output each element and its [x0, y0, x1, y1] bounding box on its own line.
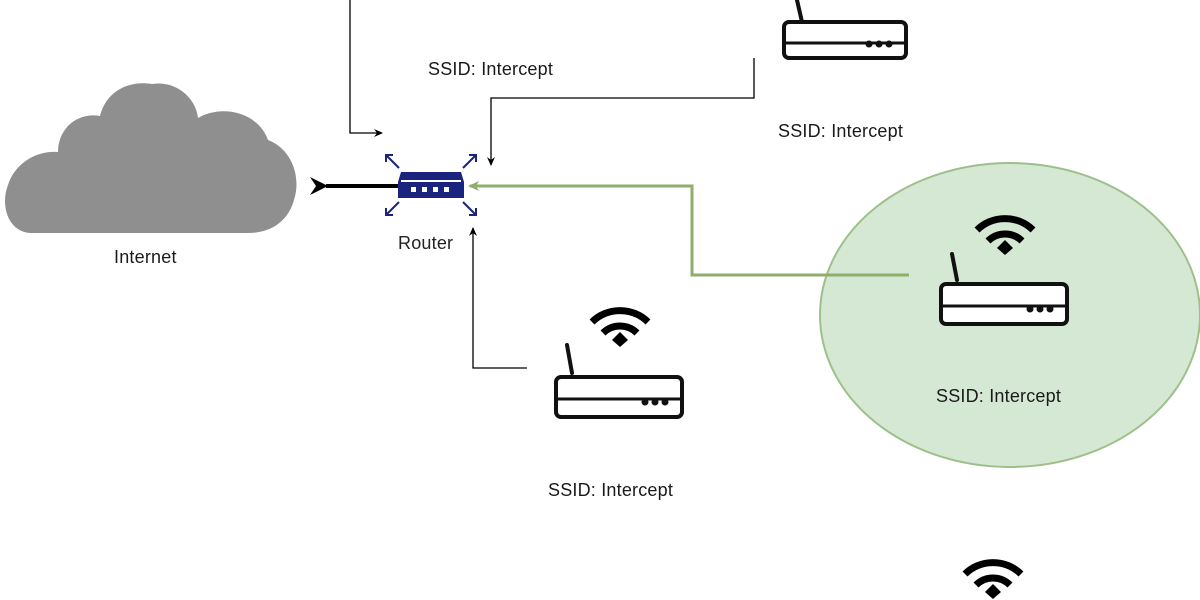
wifi-router-icon — [554, 343, 684, 419]
ap-top-left-ssid: SSID: Intercept — [428, 59, 554, 79]
internet-label: Internet — [114, 247, 177, 267]
cloud-icon — [5, 83, 297, 233]
link-bottom — [469, 227, 527, 369]
wifi-signal-icon — [974, 215, 1036, 255]
wifi-router-icon — [782, 0, 908, 60]
link-top-right — [487, 58, 755, 166]
router-label: Router — [398, 233, 454, 253]
wifi-signal-icon — [962, 559, 1024, 599]
ap-bottom-ssid: SSID: Intercept — [548, 480, 674, 500]
link-top-left — [349, 0, 383, 137]
link-highlighted — [468, 181, 909, 277]
ap-highlighted-ssid: SSID: Intercept — [936, 386, 1062, 406]
router-icon — [385, 154, 477, 216]
ap-top-right-ssid: SSID: Intercept — [778, 121, 904, 141]
wifi-signal-icon — [589, 307, 651, 347]
wifi-router-icon — [939, 252, 1069, 326]
